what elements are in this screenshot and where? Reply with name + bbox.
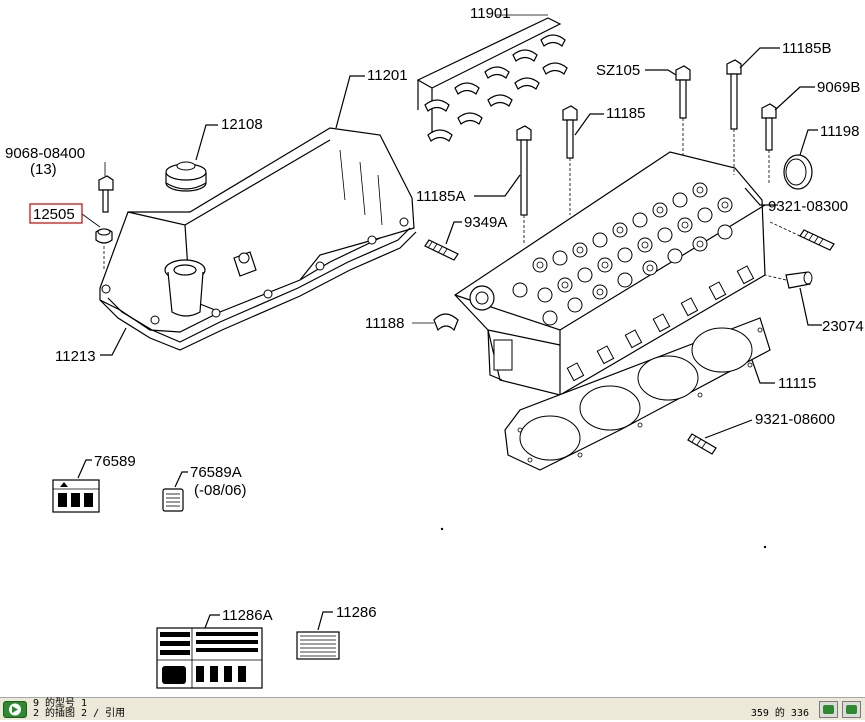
nav-button-icon[interactable] xyxy=(819,701,838,718)
highlight-box xyxy=(29,203,83,224)
next-arrow-icon[interactable] xyxy=(3,701,27,718)
callout-12108[interactable]: 12108 xyxy=(221,116,263,133)
callout-76589[interactable]: 76589 xyxy=(94,453,136,470)
callout-9068-08400[interactable]: 9068-08400 xyxy=(5,145,85,162)
head-bolt-part[interactable]: 11185 xyxy=(562,105,646,215)
callout-76589A[interactable]: 76589A xyxy=(190,464,242,481)
label-11286a-part[interactable]: 11286A xyxy=(156,607,273,689)
callout-11198[interactable]: 11198 xyxy=(820,123,860,140)
speck-mark xyxy=(440,527,444,531)
callout-11201[interactable]: 11201 xyxy=(367,67,408,84)
stud-9349a-part[interactable]: 9349A xyxy=(424,214,507,261)
callout-11901[interactable]: 11901 xyxy=(470,5,511,22)
bolt-9069b-part[interactable]: 9069B xyxy=(761,79,860,185)
callout-9321-08600[interactable]: 9321-08600 xyxy=(755,411,835,428)
bearing-shells-part[interactable]: 11901 xyxy=(416,5,568,142)
page-counter: 359 的 336 xyxy=(750,708,809,719)
callout-9349A[interactable]: 9349A xyxy=(464,214,507,231)
stud-9321-08300-part[interactable]: 9321-08300 xyxy=(744,187,848,251)
status-line-2: 2 的插图 2 / 引用 xyxy=(33,708,126,719)
speck-mark xyxy=(763,545,767,549)
status-line-1: 9 的型号 1 xyxy=(33,698,88,709)
stud-9321-08600-part[interactable]: 9321-08600 xyxy=(687,411,835,455)
callout-11185[interactable]: 11185 xyxy=(606,105,646,122)
cylinder-head-part[interactable]: 11115 xyxy=(454,151,816,396)
callout-9068-qty: (13) xyxy=(30,161,57,178)
nav-glyph-icon xyxy=(823,705,834,714)
cover-bolt-part[interactable]: 9068-08400 (13) xyxy=(5,145,114,213)
head-bolt-b-part[interactable]: 11185B xyxy=(726,40,832,175)
callout-SZ105[interactable]: SZ105 xyxy=(596,62,640,79)
sz105-bolt-part[interactable]: SZ105 xyxy=(596,62,691,155)
callout-11286A[interactable]: 11286A xyxy=(222,607,273,624)
half-moon-plug-part[interactable]: 11188 xyxy=(365,313,459,332)
status-text: 9 的型号 1 2 的插图 2 / 引用 xyxy=(33,699,125,719)
head-plug-part[interactable]: 11198 xyxy=(783,123,860,190)
head-bolt-a-part[interactable]: 11185A xyxy=(416,125,532,245)
callout-11188[interactable]: 11188 xyxy=(365,315,405,332)
label-76589-part[interactable]: 76589 xyxy=(52,453,136,513)
seal-washer-part[interactable]: 12505 xyxy=(29,203,113,270)
cover-gasket-part[interactable]: 11213 xyxy=(55,227,417,365)
callout-76589A-date: (-08/06) xyxy=(194,482,247,499)
status-bar: 9 的型号 1 2 的插图 2 / 引用 359 的 336 xyxy=(0,697,865,720)
label-76589a-part[interactable]: 76589A (-08/06) xyxy=(162,464,247,512)
callout-11115[interactable]: 11115 xyxy=(778,375,816,392)
cylinder-head-cover-part[interactable]: 11201 xyxy=(99,67,415,333)
head-gasket-part[interactable] xyxy=(504,317,771,471)
callout-11185A[interactable]: 11185A xyxy=(416,188,466,205)
callout-11213[interactable]: 11213 xyxy=(55,348,96,365)
callout-12505[interactable]: 12505 xyxy=(33,206,75,223)
callout-9069B[interactable]: 9069B xyxy=(817,79,860,96)
arrow-glyph-icon xyxy=(9,703,21,716)
callout-11286[interactable]: 11286 xyxy=(336,604,377,621)
callout-11185B[interactable]: 11185B xyxy=(782,40,832,57)
nav-button-icon[interactable] xyxy=(842,701,861,718)
nav-glyph-icon xyxy=(846,705,857,714)
label-11286-part[interactable]: 11286 xyxy=(296,604,377,660)
callout-9321-08300[interactable]: 9321-08300 xyxy=(768,198,848,215)
callout-23074[interactable]: 23074 xyxy=(822,318,864,335)
nozzle-holder-part[interactable]: 23074 xyxy=(764,271,864,335)
oil-filler-cap-part[interactable]: 12108 xyxy=(165,116,263,192)
parts-diagram: 11901 11201 11213 xyxy=(5,5,864,689)
